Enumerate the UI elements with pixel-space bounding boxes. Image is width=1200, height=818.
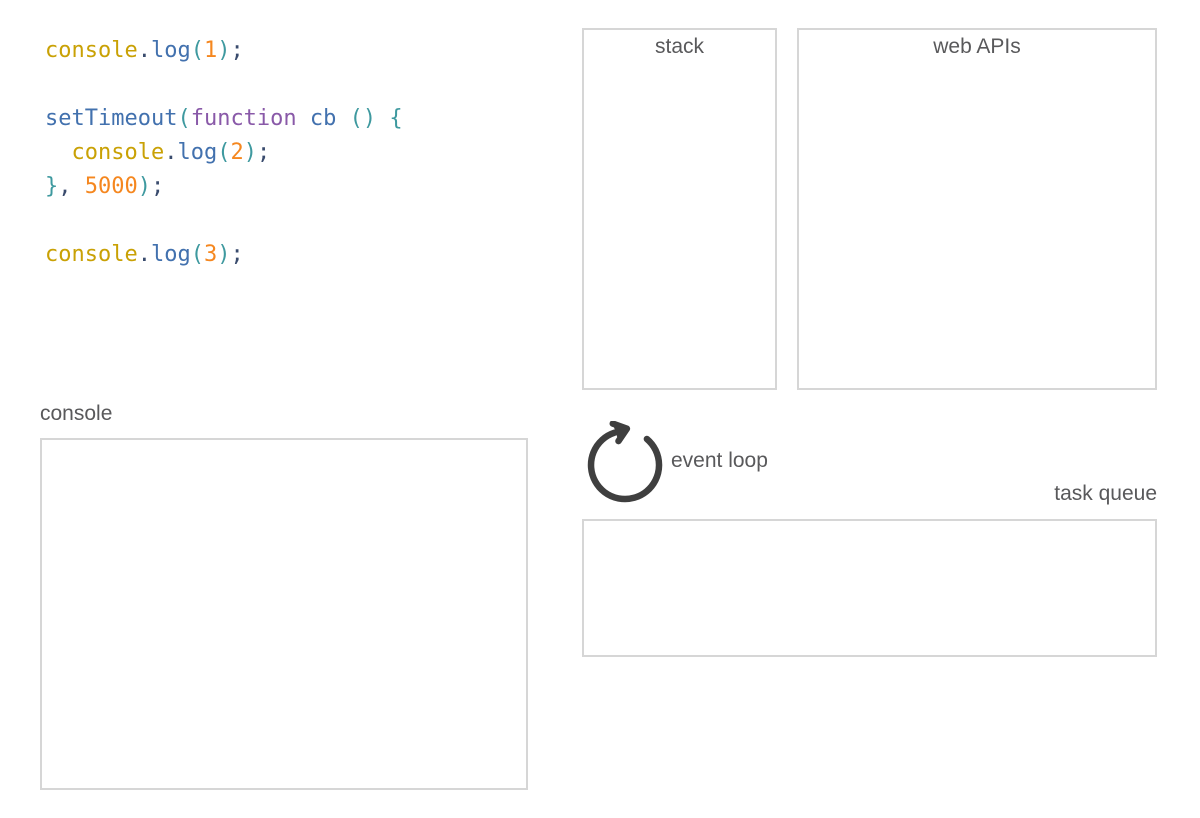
task-queue-label: task queue [1054,482,1157,505]
code-line [45,204,403,238]
event-loop-label: event loop [671,449,768,472]
web-apis-panel: web APIs [797,28,1157,390]
event-loop-spinner-icon [587,421,663,503]
stack-label: stack [654,35,704,58]
code-line: }, 5000); [45,174,165,199]
code-line: setTimeout(function cb () { [45,106,403,131]
web-apis-label: web APIs [933,35,1021,58]
console-output-panel [40,438,528,790]
task-queue-panel [582,519,1157,657]
stack-panel: stack [582,28,777,390]
code-line: console.log(1); [45,38,244,63]
code-line: console.log(3); [45,242,244,267]
code-line: console.log(2); [45,140,271,165]
code-editor[interactable]: console.log(1); setTimeout(function cb (… [45,34,403,272]
code-line [45,68,403,102]
console-label: console [40,402,113,425]
